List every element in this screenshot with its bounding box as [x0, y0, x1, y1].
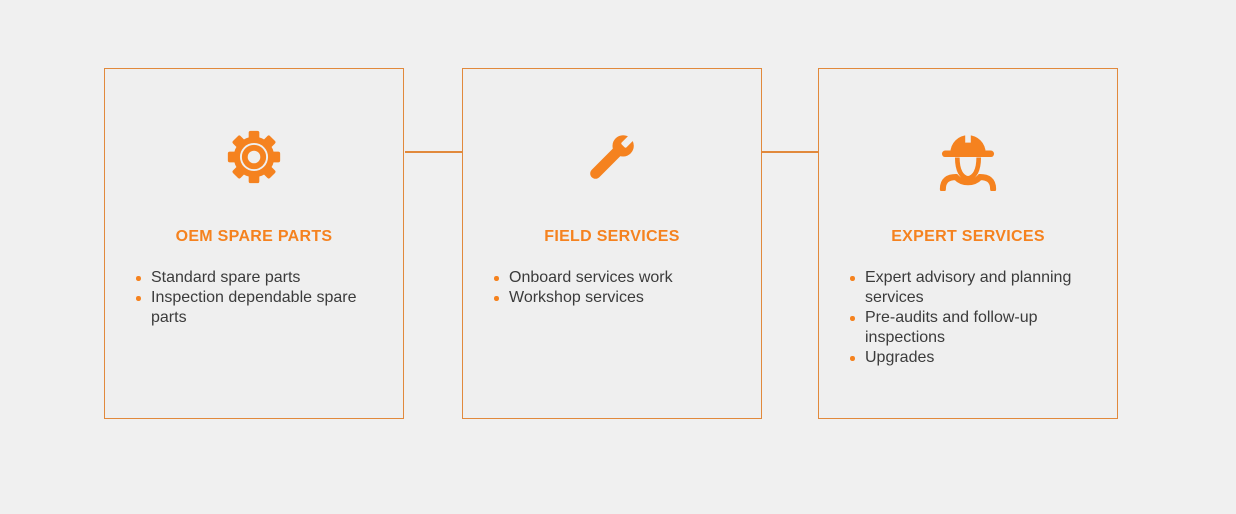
connector-line: [762, 151, 818, 153]
hard-hat-worker-icon: [939, 132, 997, 191]
card-bullet-list: Onboard services work Workshop services: [463, 268, 761, 308]
bullet-item: Workshop services: [492, 288, 733, 308]
card-bullet-list: Standard spare parts Inspection dependab…: [105, 268, 403, 328]
bullet-item: Standard spare parts: [134, 268, 375, 288]
bullet-item: Inspection dependable spare parts: [134, 288, 375, 328]
bullet-item: Pre-audits and follow-up inspections: [848, 308, 1089, 348]
connector-line: [405, 151, 462, 153]
card-title: FIELD SERVICES: [544, 228, 680, 245]
bullet-item: Expert advisory and planning services: [848, 268, 1089, 308]
card-title: OEM SPARE PARTS: [175, 228, 333, 245]
card-field-services: FIELD SERVICES Onboard services work Wor…: [462, 68, 762, 419]
card-expert-services: EXPERT SERVICES Expert advisory and plan…: [818, 68, 1118, 419]
card-icon-box: [463, 121, 761, 193]
bullet-item: Upgrades: [848, 348, 1089, 368]
card-title: EXPERT SERVICES: [891, 228, 1045, 245]
bullet-item: Onboard services work: [492, 268, 733, 288]
card-bullet-list: Expert advisory and planning services Pr…: [819, 268, 1117, 368]
card-icon-box: [105, 121, 403, 193]
card-icon-box: [819, 121, 1117, 193]
wrench-icon: [590, 128, 641, 179]
gear-icon: [227, 130, 281, 184]
card-oem-spare-parts: OEM SPARE PARTS Standard spare parts Ins…: [104, 68, 404, 419]
